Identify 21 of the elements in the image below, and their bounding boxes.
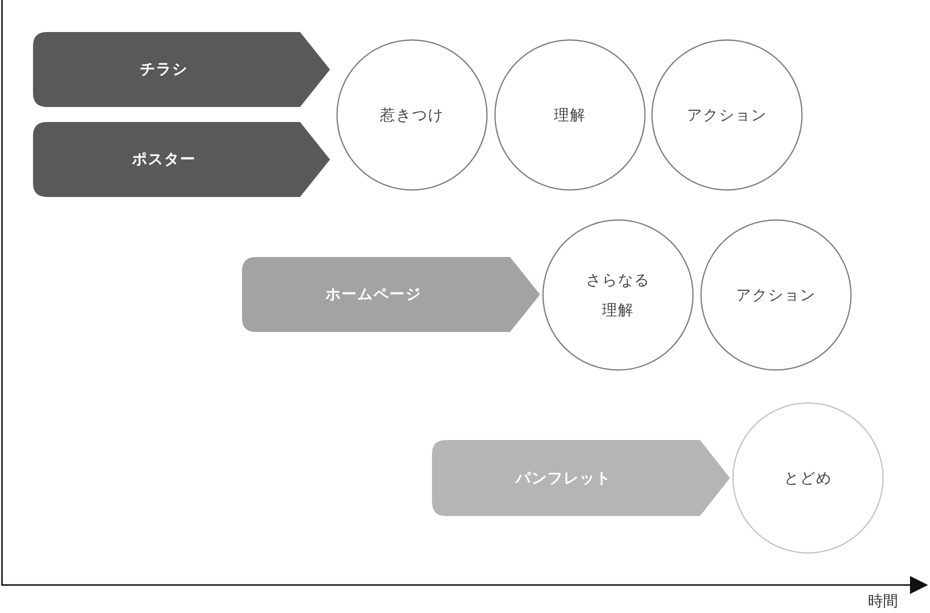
circle-node — [701, 220, 851, 370]
axis-label: 時間 — [868, 592, 898, 611]
circle-node — [733, 403, 883, 553]
node-label: パンフレット — [516, 468, 612, 488]
node-label: さらなる理解 — [585, 270, 651, 321]
node-label: チラシ — [140, 60, 188, 79]
node-label: 惹きつけ — [380, 105, 444, 126]
arrow-shape — [33, 122, 330, 197]
circle-node — [495, 40, 645, 190]
circle-node — [337, 40, 487, 190]
node-label: 理解 — [554, 105, 586, 126]
arrow-shape — [242, 257, 540, 332]
node-label: アクション — [736, 285, 816, 306]
node-label: ホームページ — [326, 285, 422, 304]
node-label: ポスター — [132, 150, 196, 169]
arrow-shape — [432, 440, 730, 516]
node-label: とどめ — [784, 468, 832, 489]
circle-node — [652, 40, 802, 190]
circle-node — [543, 220, 693, 370]
arrow-shape — [33, 32, 330, 107]
node-label: アクション — [687, 105, 767, 126]
